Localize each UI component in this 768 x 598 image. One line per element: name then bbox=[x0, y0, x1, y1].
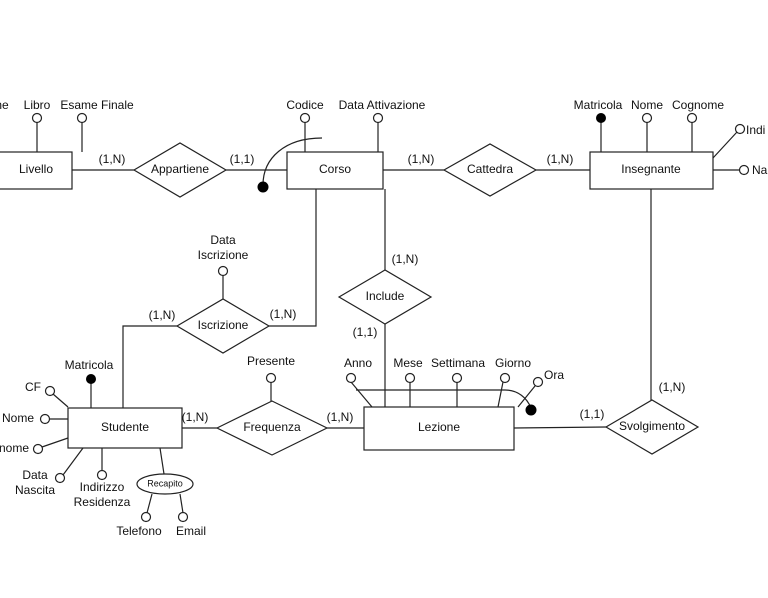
attribute-circle-icon bbox=[217, 265, 229, 277]
entity-studente[interactable]: Studente bbox=[67, 407, 183, 449]
cardinality-label: (1,1) bbox=[353, 325, 378, 339]
entity-lezione[interactable]: Lezione bbox=[363, 406, 515, 451]
attribute-label: Residenza bbox=[74, 495, 131, 509]
entity-corso[interactable]: Corso bbox=[286, 151, 384, 190]
relationship-label: Frequenza bbox=[243, 420, 301, 434]
identifier-circle-icon bbox=[86, 374, 96, 384]
attribute-label: Giorno bbox=[495, 356, 531, 370]
attribute-label: Esame Finale bbox=[60, 98, 134, 112]
cardinality-label: (1,N) bbox=[547, 152, 574, 166]
entity-label: Lezione bbox=[418, 420, 460, 434]
attribute-circle-icon bbox=[32, 443, 44, 455]
cardinality-label: (1,N) bbox=[408, 152, 435, 166]
attribute-circle-icon bbox=[532, 376, 544, 388]
attribute-label: Iscrizione bbox=[198, 248, 249, 262]
cardinality-label: (1,N) bbox=[270, 307, 297, 321]
relationship-svolgimento[interactable]: Svolgimento bbox=[604, 399, 700, 455]
entity-label: Corso bbox=[319, 162, 351, 176]
relationship-cattedra[interactable]: Cattedra bbox=[442, 143, 538, 197]
entity-label: Studente bbox=[101, 420, 149, 434]
cardinality-label: (1,N) bbox=[99, 152, 126, 166]
attribute-label: Data Attivazione bbox=[339, 98, 426, 112]
attribute-label: Telefono bbox=[116, 524, 162, 538]
relationship-label: Include bbox=[366, 289, 405, 303]
attribute-label: Nascita bbox=[15, 483, 55, 497]
attribute-circle-icon bbox=[31, 112, 43, 124]
attribute-circle-icon bbox=[641, 112, 653, 124]
attribute-circle-icon bbox=[404, 372, 416, 384]
cardinality-label: (1,N) bbox=[392, 252, 419, 266]
external-identifier-dot-icon bbox=[525, 404, 537, 416]
relationship-frequenza[interactable]: Frequenza bbox=[215, 400, 329, 456]
cardinality-label: (1,N) bbox=[659, 380, 686, 394]
attribute-label: Data bbox=[210, 233, 236, 247]
attribute-label: Na bbox=[752, 163, 768, 177]
entity-livello[interactable]: Livello bbox=[0, 151, 73, 190]
relationship-iscrizione[interactable]: Iscrizione bbox=[175, 298, 271, 354]
attribute-circle-icon bbox=[499, 372, 511, 384]
attribute-label: Libro bbox=[24, 98, 51, 112]
attribute-circle-icon bbox=[44, 385, 56, 397]
attribute-label: Matricola bbox=[574, 98, 623, 112]
attribute-circle-icon bbox=[96, 469, 108, 481]
cardinality-label: (1,1) bbox=[580, 407, 605, 421]
attribute-label: Anno bbox=[344, 356, 372, 370]
attribute-label: Settimana bbox=[431, 356, 485, 370]
attribute-label: Nome bbox=[631, 98, 663, 112]
relationship-appartiene[interactable]: Appartiene bbox=[132, 142, 228, 198]
attribute-label: Mese bbox=[393, 356, 423, 370]
attribute-circle-icon bbox=[54, 472, 66, 484]
attribute-label: Indi bbox=[746, 123, 765, 137]
attribute-label: Email bbox=[176, 524, 206, 538]
relationship-label: Svolgimento bbox=[619, 419, 685, 433]
attribute-label: Cognome bbox=[672, 98, 724, 112]
attribute-label: Codice bbox=[286, 98, 324, 112]
cardinality-label: (1,N) bbox=[149, 308, 176, 322]
attribute-circle-icon bbox=[345, 372, 357, 384]
attribute-circle-icon bbox=[140, 511, 152, 523]
attribute-label: Indirizzo bbox=[80, 480, 125, 494]
attribute-circle-icon bbox=[451, 372, 463, 384]
attribute-label: Data bbox=[22, 468, 48, 482]
entity-label: Insegnante bbox=[621, 162, 681, 176]
attribute-label: Nome bbox=[2, 411, 34, 425]
attribute-circle-icon bbox=[265, 372, 277, 384]
attributes: ne Libro Esame Finale Codice Data Attiva… bbox=[0, 98, 768, 538]
cardinality-label: (1,N) bbox=[327, 410, 354, 424]
attribute-circles bbox=[31, 112, 750, 523]
composite-attribute-recapito: Recapito bbox=[136, 473, 194, 495]
identifier-arc-lezione bbox=[356, 389, 532, 409]
attribute-circle-icon bbox=[372, 112, 384, 124]
relationship-label: Iscrizione bbox=[198, 318, 249, 332]
identifier-circle-icon bbox=[596, 113, 606, 123]
attribute-label: CF bbox=[25, 380, 41, 394]
attribute-label: Presente bbox=[247, 354, 295, 368]
entity-insegnante[interactable]: Insegnante bbox=[589, 151, 714, 190]
attribute-label: Recapito bbox=[147, 478, 183, 488]
relationship-label: Appartiene bbox=[151, 162, 209, 176]
attribute-label: nome bbox=[0, 441, 29, 455]
attribute-label: Matricola bbox=[65, 358, 114, 372]
attribute-circle-icon bbox=[299, 112, 311, 124]
entity-label: Livello bbox=[19, 162, 53, 176]
cardinalities: (1,N) (1,1) (1,N) (1,N) (1,N) (1,1) (1,N… bbox=[99, 152, 686, 424]
attribute-circle-icon bbox=[734, 123, 746, 135]
external-identifier-dot-icon bbox=[257, 181, 269, 193]
attribute-circle-icon bbox=[76, 112, 88, 124]
identifier-arc-corso bbox=[262, 137, 323, 186]
attribute-circle-icon bbox=[686, 112, 698, 124]
attribute-circle-icon bbox=[177, 511, 189, 523]
attribute-label: ne bbox=[0, 98, 9, 112]
cardinality-label: (1,1) bbox=[230, 152, 255, 166]
attribute-circle-icon bbox=[39, 413, 51, 425]
relationship-label: Cattedra bbox=[467, 162, 513, 176]
attribute-label: Ora bbox=[544, 368, 564, 382]
relationship-include[interactable]: Include bbox=[337, 269, 433, 325]
cardinality-label: (1,N) bbox=[182, 410, 209, 424]
attribute-circle-icon bbox=[738, 164, 750, 176]
